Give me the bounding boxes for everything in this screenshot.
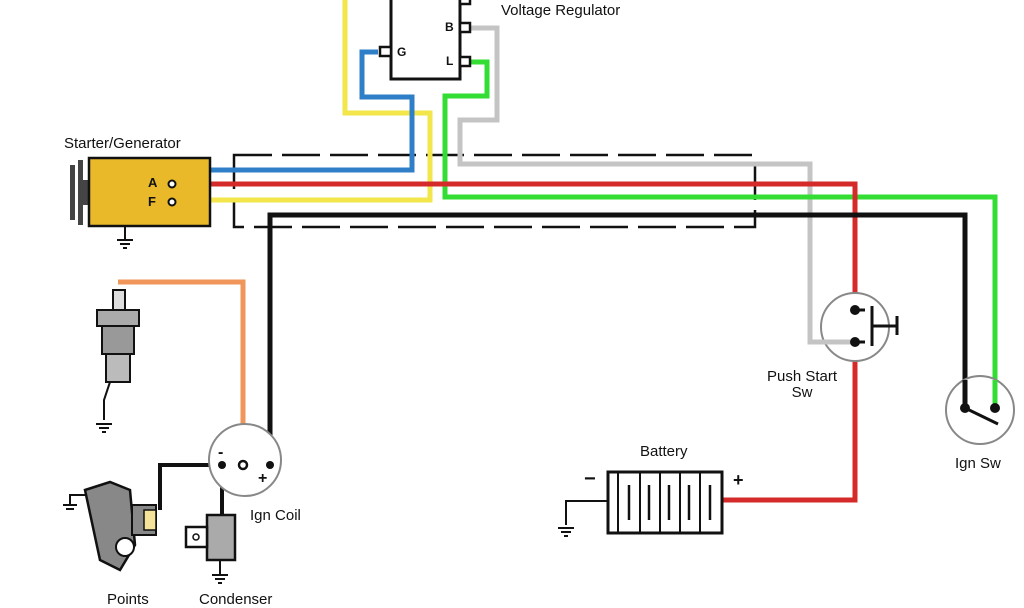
wire-yellow	[178, 0, 433, 203]
condenser-label: Condenser	[199, 591, 273, 608]
regulator-terminal-b: B	[445, 20, 454, 34]
generator-terminal-f: F	[148, 194, 156, 209]
battery-plus-label: +	[733, 470, 744, 490]
wire-blue	[178, 49, 415, 173]
battery-label: Battery	[640, 443, 688, 460]
push-start-switch[interactable]	[810, 292, 899, 362]
battery-minus-label: −	[584, 468, 596, 490]
starter-generator-label: Starter/Generator	[64, 135, 181, 152]
ign-coil-label: Ign Coil	[250, 507, 301, 524]
voltage-regulator-label: Voltage Regulator	[501, 2, 621, 19]
generator-terminal-a: A	[148, 175, 158, 190]
points	[63, 480, 157, 572]
push-start-label-line1: Push Start	[766, 368, 838, 385]
wire-green	[442, 59, 998, 408]
starter-generator	[70, 156, 212, 249]
voltage-regulator	[378, 0, 472, 81]
push-start-label-line2: Sw	[791, 384, 813, 401]
condenser	[184, 513, 237, 584]
wire-black-ignition	[267, 212, 968, 462]
coil-minus-label: -	[218, 444, 224, 461]
battery	[558, 470, 724, 537]
points-label: Points	[107, 591, 149, 608]
regulator-terminal-g: G	[397, 45, 407, 59]
ignition-switch[interactable]	[945, 375, 1015, 445]
ignition-coil	[208, 423, 282, 497]
wire-gray	[457, 25, 857, 345]
spark-plug	[96, 289, 140, 433]
wire-harness-dashed-box	[232, 153, 757, 229]
push-start-switch-label: Push Start Sw	[752, 369, 852, 401]
regulator-terminal-l: L	[446, 54, 454, 68]
wire-orange	[118, 279, 246, 462]
coil-plus-label: +	[258, 470, 268, 487]
wire-black-points	[158, 463, 222, 510]
ign-switch-label: Ign Sw	[955, 455, 1001, 472]
